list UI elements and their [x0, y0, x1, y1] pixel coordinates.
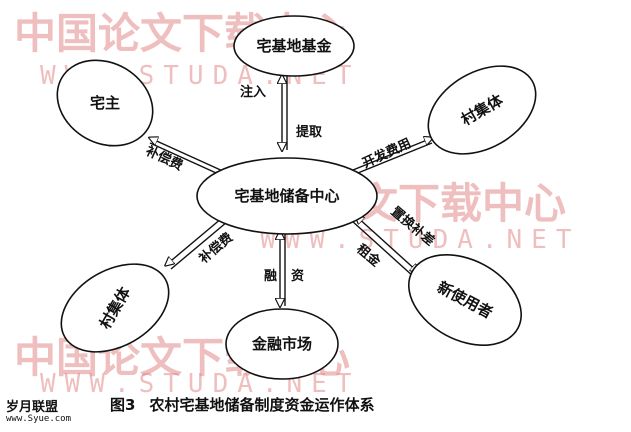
connector-fund-center	[282, 76, 288, 150]
node-owner: 宅主	[56, 59, 154, 147]
node-market-label: 金融市场	[251, 335, 312, 353]
edge-label-inject: 注入	[240, 84, 266, 100]
node-collective-top: 村集体	[427, 65, 537, 155]
edge-label-compensation-top: 补偿费	[142, 142, 185, 173]
node-market: 金融市场	[225, 308, 339, 380]
site-logo: 岁月联盟	[6, 400, 59, 415]
node-owner-label: 宅主	[90, 94, 120, 112]
node-center: 宅基地储备中心	[196, 157, 378, 235]
edge-label-dev-fee: 开发费用	[360, 135, 414, 171]
site-url: www.Syue.com	[6, 414, 72, 424]
connector-center-collective-top	[347, 138, 432, 178]
figure-title: 农村宅基地储备制度资金运作体系	[149, 396, 375, 414]
figure-caption: 图3 农村宅基地储备制度资金运作体系	[110, 394, 374, 415]
node-center-label: 宅基地储备中心	[234, 187, 339, 205]
edge-label-extract: 提取	[296, 124, 323, 140]
figure-number: 图3	[110, 396, 136, 414]
node-fund: 宅基地基金	[233, 15, 355, 77]
node-new-user: 新使用者	[407, 254, 523, 346]
connector-center-market	[280, 232, 286, 306]
connector-center-collective-bottom	[166, 217, 228, 270]
connector-center-new-user	[351, 216, 418, 278]
edge-label-financing: 融资	[264, 268, 318, 284]
node-fund-label: 宅基地基金	[256, 37, 332, 55]
connector-center-owner	[150, 138, 226, 178]
node-collective-bottom: 村集体	[60, 263, 170, 353]
